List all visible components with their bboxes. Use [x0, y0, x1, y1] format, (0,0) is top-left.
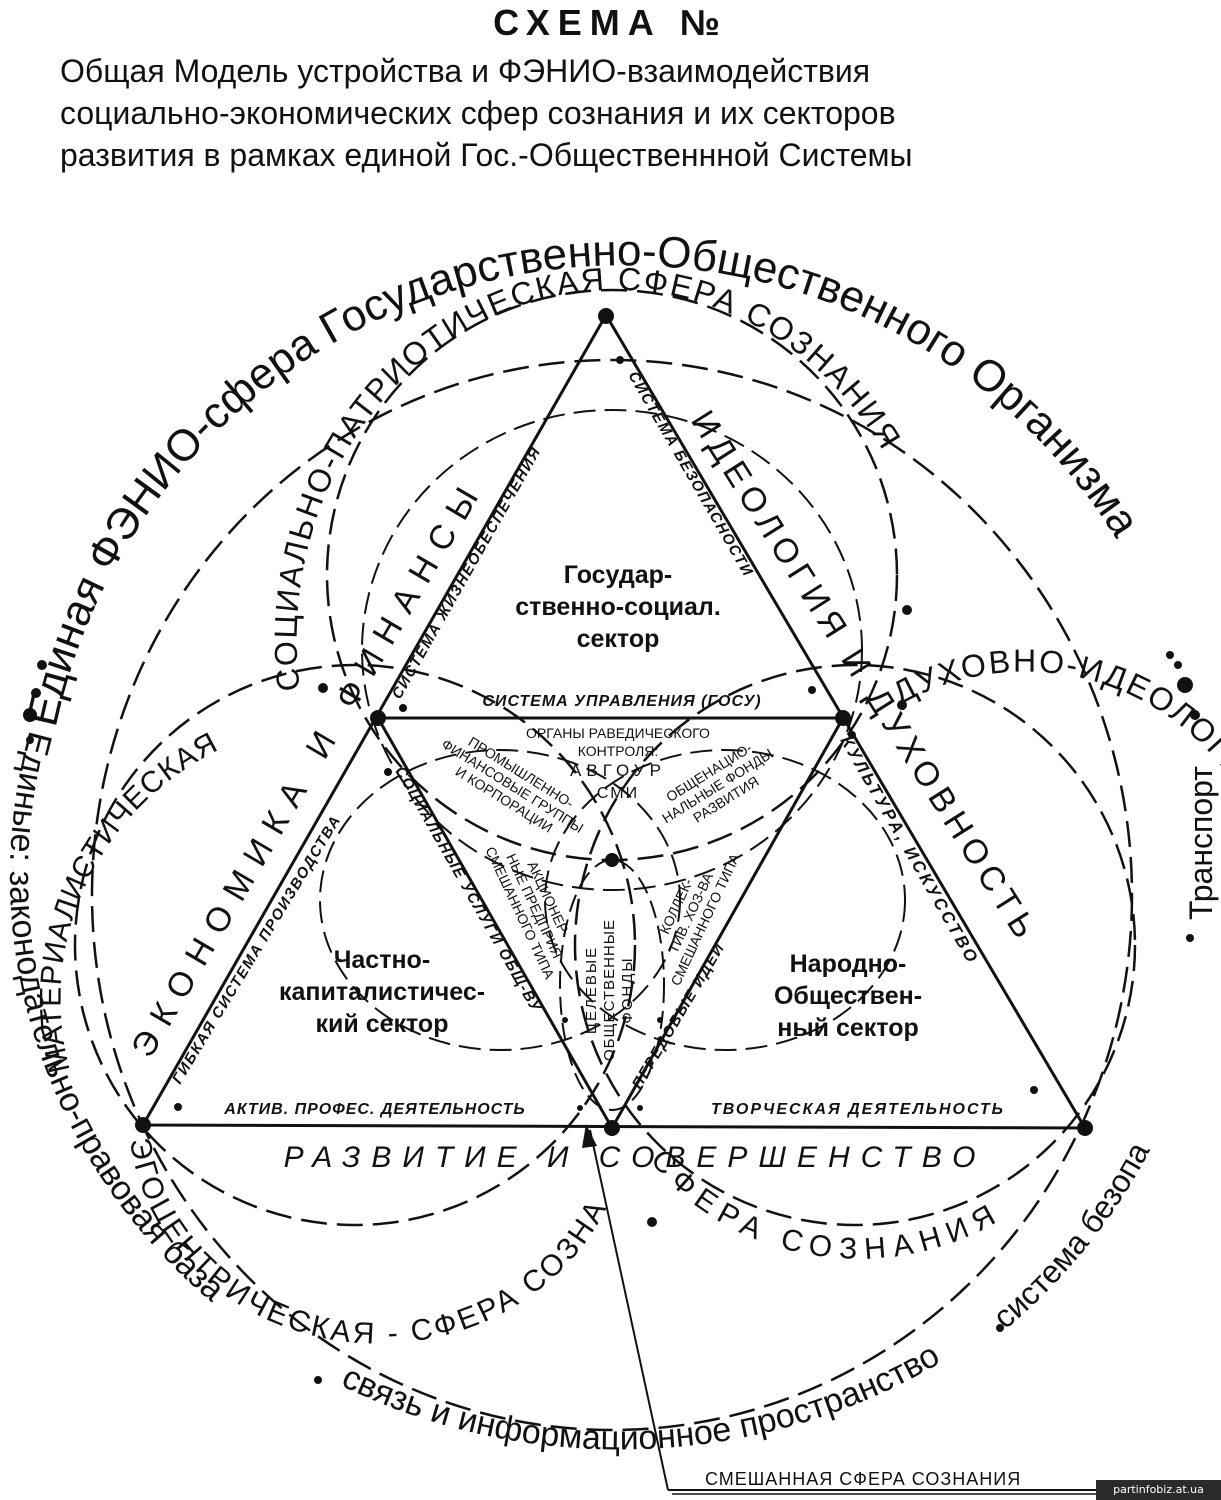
- vertex-left: [135, 1117, 151, 1133]
- svg-text:ОРГАНЫ РАВЕДИЧЕСКОГО: ОРГАНЫ РАВЕДИЧЕСКОГО: [526, 725, 710, 741]
- svg-text:КОНТРОЛЯ:: КОНТРОЛЯ:: [578, 743, 659, 759]
- spiritual-sphere-circle: [573, 663, 1137, 1227]
- industrial-groups-label: ПРОМЫШЛЕННО- ФИНАНСОВЫЕ ГРУППЫ И КОРПОРА…: [439, 733, 587, 836]
- svg-text:Государ-: Государ-: [564, 561, 672, 589]
- svg-text:ОБЩЕСТВЕННЫЕ: ОБЩЕСТВЕННЫЕ: [601, 919, 618, 1061]
- private-sector-label: Частно- капиталистичес- кий сектор: [279, 946, 485, 1038]
- control-bodies-label: ОРГАНЫ РАВЕДИЧЕСКОГО КОНТРОЛЯ: АВГОУР СМ…: [526, 725, 710, 802]
- svg-text:АВГОУР: АВГОУР: [570, 761, 666, 780]
- vertex-upper-left: [370, 710, 386, 726]
- svg-text:Обществен-: Обществен-: [774, 982, 922, 1010]
- small-dots: [23, 356, 1200, 1384]
- state-sector-label: Государ- ственно-социал. сектор: [515, 561, 721, 653]
- mixed-sphere-arrow-head: [582, 1124, 597, 1148]
- svg-text:кий сектор: кий сектор: [316, 1010, 449, 1038]
- management-system-label: СИСТЕМА УПРАВЛЕНИЯ (ГОСУ): [482, 693, 761, 710]
- target-funds-label: ЦЕЛЕВЫЕ ОБЩЕСТВЕННЫЕ ФОНДЫ: [583, 919, 636, 1061]
- creative-activity-label: ТВОРЧЕСКАЯ ДЕЯТЕЛЬНОСТЬ: [711, 1101, 1005, 1118]
- svg-text:Частно-: Частно-: [334, 946, 430, 974]
- subtitle-line-1: Общая Модель устройства и ФЭНИО-взаимоде…: [60, 53, 871, 89]
- vertex-top: [598, 308, 614, 324]
- svg-text:ный сектор: ный сектор: [777, 1014, 919, 1042]
- watermark: partinfobiz.at.ua: [1096, 1480, 1221, 1500]
- svg-text:ФОНДЫ: ФОНДЫ: [619, 956, 636, 1023]
- professional-activity-label: АКТИВ. ПРОФЕС. ДЕЯТЕЛЬНОСТЬ: [223, 1101, 525, 1118]
- national-funds-label: ОБЩЕНАЦИО- НАЛЬНЫЕ ФОНДЫ РАЗВИТИЯ: [659, 739, 776, 826]
- outer-right-label: Транспорт: [1183, 766, 1219, 920]
- svg-text:СМИ: СМИ: [597, 785, 639, 802]
- inverted-triangle: [375, 716, 846, 1132]
- subtitle-line-3: развития в рамках единой Гос.-Общественн…: [60, 137, 913, 173]
- large-dashed-circle: [90, 358, 1134, 1432]
- mixed-sphere-arrow-line: [589, 1129, 669, 1491]
- core-ellipse: [559, 859, 665, 1111]
- vertex-upper-right: [835, 710, 851, 726]
- vertex-bottom: [604, 1120, 620, 1136]
- svg-text:ЦЕЛЕВЫЕ: ЦЕЛЕВЫЕ: [583, 946, 600, 1034]
- svg-text:Народно-: Народно-: [790, 950, 907, 978]
- state-sector-circle: [361, 409, 863, 891]
- svg-text:капиталистичес-: капиталистичес-: [279, 978, 485, 1006]
- vertex-right: [1077, 1120, 1093, 1136]
- outer-bottom-label: связь и информационное пространство: [336, 1336, 945, 1458]
- material-sphere-circle: [73, 663, 637, 1227]
- development-axis-label: РАЗВИТИЕ И СОВЕРШЕНСТВО: [284, 1141, 987, 1174]
- mixed-sphere-label: СМЕШАННАЯ СФЕРА СОЗНАНИЯ: [705, 1469, 1021, 1489]
- page-title: СХЕМА №: [493, 2, 728, 43]
- people-sector-label: Народно- Обществен- ный сектор: [774, 950, 922, 1042]
- people-sector-circle: [544, 749, 906, 1051]
- page-subtitle: Общая Модель устройства и ФЭНИО-взаимоде…: [60, 50, 1180, 176]
- center-dot: [605, 853, 619, 867]
- svg-text:сектор: сектор: [577, 625, 660, 653]
- subtitle-line-2: социально-экономических сфер сознания и …: [60, 95, 896, 131]
- private-sector-circle: [319, 749, 681, 1051]
- svg-text:ственно-социал.: ственно-социал.: [515, 593, 721, 621]
